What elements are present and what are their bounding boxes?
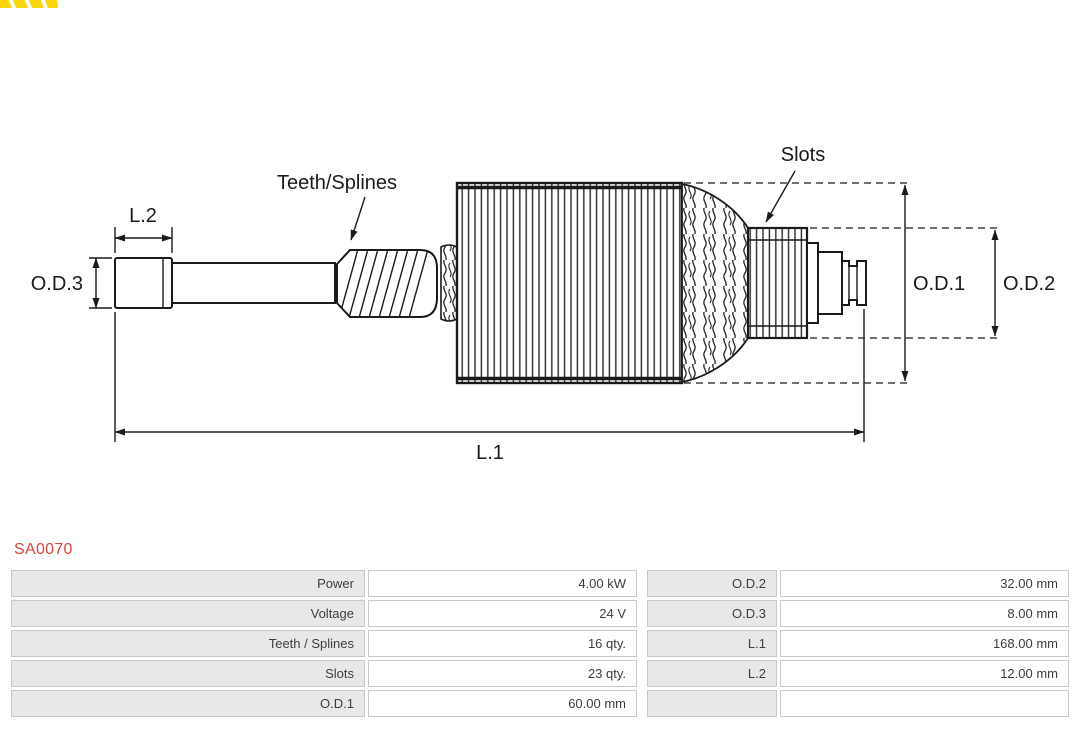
spec-value: 12.00 mm <box>780 660 1069 687</box>
table-row: Teeth / Splines 16 qty. <box>11 630 637 657</box>
brand-logo-fragment <box>0 0 58 8</box>
spec-value: 168.00 mm <box>780 630 1069 657</box>
spec-table-right: O.D.2 32.00 mm O.D.3 8.00 mm L.1 168.00 … <box>644 567 1072 720</box>
spec-value: 8.00 mm <box>780 600 1069 627</box>
commutator <box>746 226 809 340</box>
spec-table-left: Power 4.00 kW Voltage 24 V Teeth / Splin… <box>8 567 640 720</box>
callout-slots: Slots <box>781 144 825 166</box>
table-row: O.D.2 32.00 mm <box>647 570 1069 597</box>
spec-label: O.D.3 <box>647 600 777 627</box>
spec-label: O.D.2 <box>647 570 777 597</box>
spec-value: 32.00 mm <box>780 570 1069 597</box>
wave-washer <box>440 244 458 322</box>
end-journal <box>841 260 867 306</box>
table-row: Voltage 24 V <box>11 600 637 627</box>
spec-value: 24 V <box>368 600 637 627</box>
shaft <box>171 262 336 304</box>
callout-teeth-splines: Teeth/Splines <box>277 172 397 194</box>
spec-label: L.2 <box>647 660 777 687</box>
spec-label: O.D.1 <box>11 690 365 717</box>
table-row: Slots 23 qty. <box>11 660 637 687</box>
armature-body <box>114 181 867 385</box>
dim-label-od2: O.D.2 <box>1003 273 1055 295</box>
armature-core <box>455 181 684 385</box>
table-row: O.D.1 60.00 mm <box>11 690 637 717</box>
dim-label-od3: O.D.3 <box>31 273 83 295</box>
spec-value: 16 qty. <box>368 630 637 657</box>
spec-value <box>780 690 1069 717</box>
table-row: L.1 168.00 mm <box>647 630 1069 657</box>
spec-value: 60.00 mm <box>368 690 637 717</box>
part-number: SA0070 <box>14 541 73 558</box>
spec-value: 23 qty. <box>368 660 637 687</box>
shaft-step <box>817 251 843 315</box>
dim-label-l2: L.2 <box>129 205 157 227</box>
table-row: Power 4.00 kW <box>11 570 637 597</box>
winding-end <box>681 182 749 384</box>
spec-label: Power <box>11 570 365 597</box>
armature-technical-diagram: L.2 O.D.3 Teeth/Splines Slots O.D.1 O.D.… <box>31 144 1056 464</box>
spec-tables: Power 4.00 kW Voltage 24 V Teeth / Splin… <box>0 567 1080 720</box>
dimension-annotations: L.2 O.D.3 Teeth/Splines Slots O.D.1 O.D.… <box>31 144 1056 464</box>
spec-value: 4.00 kW <box>368 570 637 597</box>
table-row <box>647 690 1069 717</box>
shaft-end-left <box>114 257 173 309</box>
spec-label: Voltage <box>11 600 365 627</box>
dim-label-od1: O.D.1 <box>913 273 965 295</box>
table-row: O.D.3 8.00 mm <box>647 600 1069 627</box>
spline-section <box>336 249 438 318</box>
spec-label: Slots <box>11 660 365 687</box>
spec-label: Teeth / Splines <box>11 630 365 657</box>
dim-label-l1: L.1 <box>476 442 504 464</box>
collar <box>806 242 819 324</box>
spec-label <box>647 690 777 717</box>
spec-label: L.1 <box>647 630 777 657</box>
table-row: L.2 12.00 mm <box>647 660 1069 687</box>
